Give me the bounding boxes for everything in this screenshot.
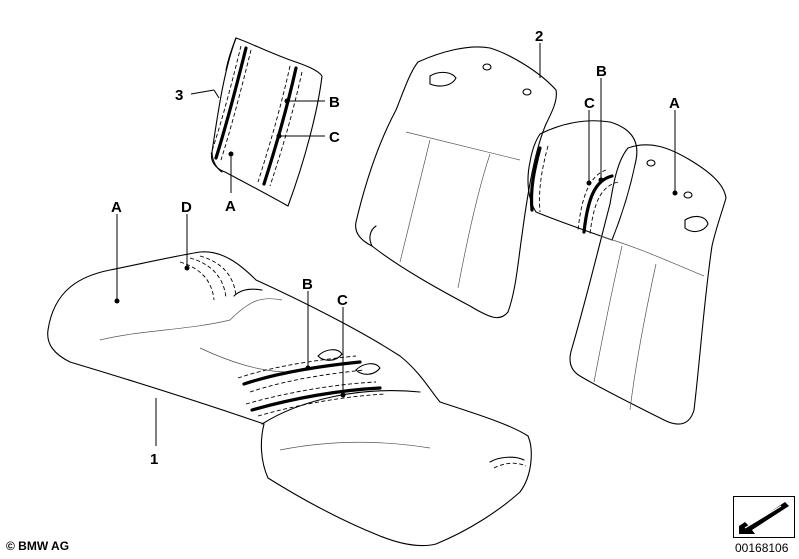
side-cushion-part-3 [210,37,323,207]
seat-cushion-part-1 [47,251,532,547]
orientation-arrow-icon[interactable] [733,496,795,538]
callout-1: 1 [150,451,158,468]
copyright-label: © BMW AG [6,539,70,553]
callout-c-seat: C [337,292,348,309]
callout-2: 2 [535,28,543,45]
callout-b-side: B [329,94,340,111]
callout-c-side: C [329,129,340,146]
callout-b-seat: B [302,276,313,293]
callout-3: 3 [175,87,183,104]
backrest-part-2 [355,46,727,425]
callout-c-back: C [584,95,595,112]
leader-lines [114,43,678,446]
callout-d-seat: D [181,199,192,216]
callout-b-back: B [596,63,607,80]
callout-labels: 3 B C A 2 B C A A D B C 1 [111,28,680,468]
callout-a-back: A [669,95,680,112]
callout-a-side: A [225,198,236,215]
diagram-id-label: 00168106 [735,541,789,555]
callout-a-seat: A [111,199,122,216]
